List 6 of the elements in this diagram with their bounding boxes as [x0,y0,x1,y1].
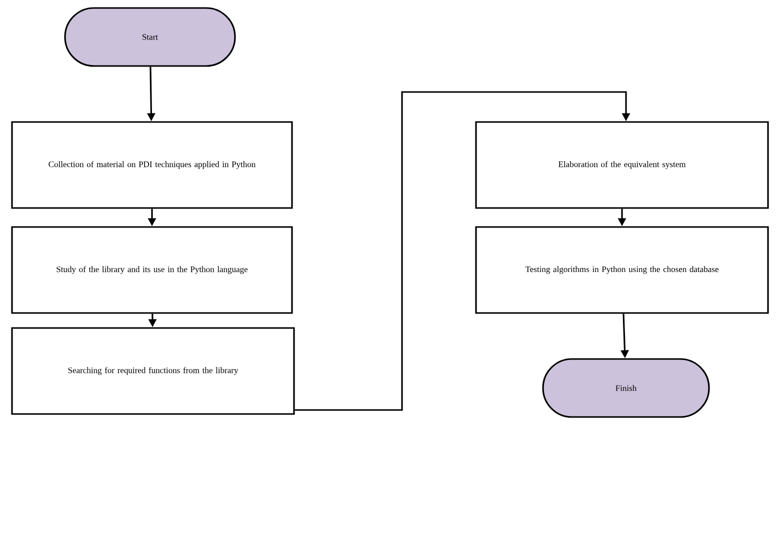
process-box: Searching for required functions from the library [11,327,295,415]
process-box: Collection of material on PDI techniques applied in Python [11,121,293,209]
arrow [294,91,630,411]
process-box: Elaboration of the equivalent system [475,121,769,209]
process-box: Testing algorithms in Python using the chosen database [475,226,769,314]
process-box: Study of the library and its use in the Python language [11,226,293,314]
